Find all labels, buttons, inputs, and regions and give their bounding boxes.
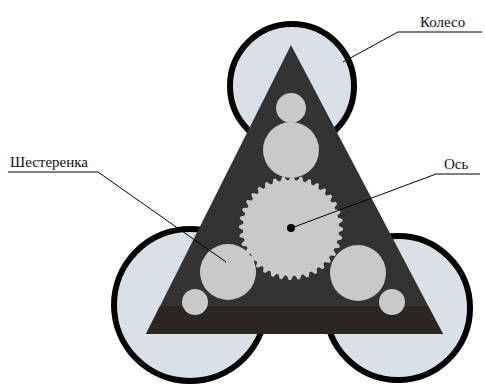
gear: [276, 93, 306, 123]
gear: [182, 289, 208, 315]
part-label: Шестеренка: [10, 153, 88, 171]
leader-line: [98, 172, 226, 262]
gear: [200, 244, 256, 300]
part-label: Ось: [444, 155, 468, 173]
leader-line: [294, 174, 436, 227]
part-label: Колесо: [420, 13, 465, 31]
gear: [330, 245, 386, 301]
gear: [379, 289, 405, 315]
gear: [263, 122, 319, 178]
leader-line: [343, 32, 398, 62]
label-underline: [436, 174, 480, 175]
label-underline: [398, 32, 482, 33]
frame-triangle: [146, 45, 443, 334]
label-underline: [8, 172, 98, 173]
gear-train: [182, 93, 405, 315]
axle-dot: [287, 224, 295, 232]
